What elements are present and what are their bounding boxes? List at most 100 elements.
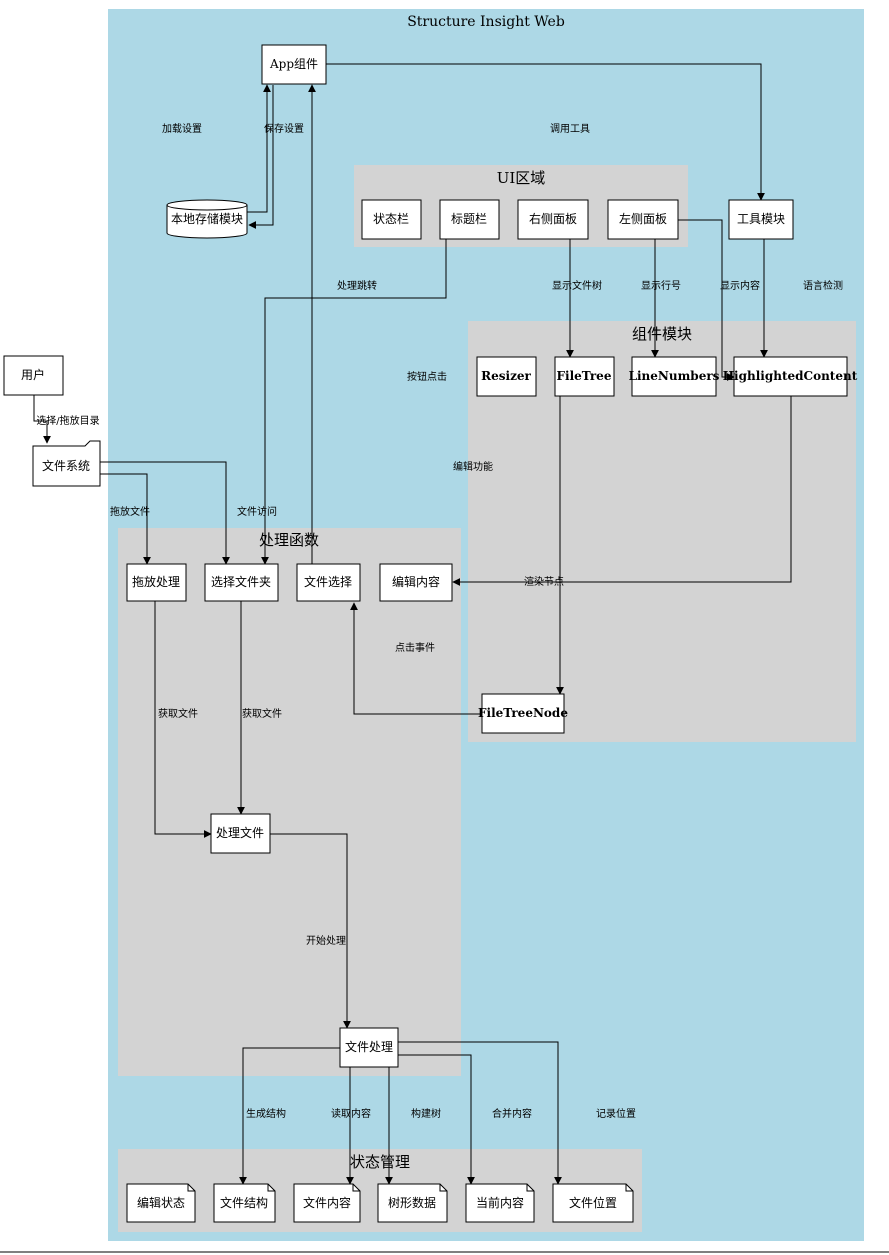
svg-text:处理文件: 处理文件 (216, 825, 264, 840)
edge-user-fs (33, 395, 51, 444)
svg-text:FileTreeNode: FileTreeNode (478, 706, 568, 720)
edge-labels: 加载设置 保存设置 调用工具 处理跳转 显示文件树 显示行号 显示内容 语言检测… (36, 122, 843, 1120)
state-cluster-title: 状态管理 (350, 1153, 410, 1171)
svg-text:标题栏: 标题栏 (451, 211, 487, 226)
label-render-node: 渲染节点 (524, 575, 564, 588)
edge-fs-drop (100, 473, 151, 565)
svg-text:工具模块: 工具模块 (737, 212, 785, 226)
svg-text:HighlightedContent: HighlightedContent (723, 369, 858, 383)
svg-text:文件位置: 文件位置 (569, 1195, 617, 1210)
node-local-storage: 本地存储模块 (166, 199, 248, 239)
label-show-lines: 显示行号 (641, 279, 681, 292)
label-show-tree: 显示文件树 (552, 279, 602, 292)
edge-app-storage (248, 85, 274, 229)
svg-text:树形数据: 树形数据 (388, 1195, 436, 1210)
node-status-bar: 状态栏 (361, 199, 422, 240)
label-gen-structure: 生成结构 (246, 1107, 286, 1120)
label-record-pos: 记录位置 (596, 1107, 636, 1120)
label-read-content: 读取内容 (331, 1107, 371, 1120)
label-handle-jump: 处理跳转 (337, 279, 377, 292)
handlers-cluster-title: 处理函数 (259, 531, 319, 549)
node-linenumbers: LineNumbers (629, 356, 720, 397)
node-highlighted-content: HighlightedContent (723, 356, 858, 397)
node-drop-handler: 拖放处理 (126, 563, 187, 602)
edge-storage-app (247, 84, 271, 213)
svg-text:选择文件夹: 选择文件夹 (211, 574, 271, 589)
node-file-system: 文件系统 (32, 440, 101, 487)
svg-text:用户: 用户 (21, 367, 45, 382)
svg-text:LineNumbers: LineNumbers (629, 369, 720, 383)
node-process-files: 处理文件 (210, 813, 271, 854)
edges (33, 63, 792, 1185)
edge-fileprocess-filestructure (239, 1047, 340, 1185)
svg-text:状态栏: 状态栏 (373, 211, 409, 226)
handlers-cluster (118, 528, 461, 1076)
edge-app-tools (326, 63, 765, 201)
node-filetree: FileTree (554, 356, 615, 397)
svg-text:文件处理: 文件处理 (345, 1039, 393, 1054)
svg-text:当前内容: 当前内容 (476, 1195, 524, 1210)
web-cluster-title: Structure Insight Web (407, 14, 565, 30)
node-title-bar: 标题栏 (439, 199, 500, 240)
label-lang-detect: 语言检测 (803, 279, 843, 292)
svg-text:本地存储模块: 本地存储模块 (171, 211, 243, 226)
edge-drop-processfiles (154, 601, 212, 838)
edge-leftpanel-highlighted (678, 219, 735, 381)
svg-text:拖放处理: 拖放处理 (132, 574, 180, 589)
edge-filetreenode-fileselect (350, 602, 482, 715)
svg-text:编辑内容: 编辑内容 (392, 574, 440, 589)
node-current-content: 当前内容 (465, 1183, 535, 1223)
label-get-files-2: 获取文件 (242, 707, 282, 720)
svg-text:左侧面板: 左侧面板 (619, 211, 667, 226)
svg-text:文件内容: 文件内容 (303, 1195, 351, 1210)
node-tools: 工具模块 (728, 199, 794, 240)
node-resizer: Resizer (476, 356, 537, 397)
ui-cluster-title: UI区域 (497, 169, 546, 187)
svg-text:Resizer: Resizer (481, 369, 531, 383)
label-load-settings: 加载设置 (162, 123, 202, 135)
label-build-tree: 构建树 (411, 1107, 441, 1120)
node-file-process: 文件处理 (339, 1027, 399, 1068)
label-click-event: 点击事件 (395, 641, 435, 654)
node-left-panel: 左侧面板 (607, 199, 679, 240)
node-edit-content: 编辑内容 (379, 563, 453, 602)
components-cluster-title: 组件模块 (632, 325, 692, 343)
node-app: App组件 (261, 44, 327, 85)
node-right-panel: 右侧面板 (517, 199, 589, 240)
edge-fileprocess-currentcontent (398, 1054, 475, 1185)
edge-fileprocess-fileposition (398, 1041, 562, 1185)
node-filetreenode: FileTreeNode (478, 693, 568, 734)
node-file-structure: 文件结构 (213, 1183, 276, 1223)
svg-text:文件系统: 文件系统 (42, 458, 90, 473)
node-tree-data: 树形数据 (377, 1183, 448, 1223)
label-call-tools: 调用工具 (550, 123, 590, 135)
label-show-content: 显示内容 (720, 279, 760, 292)
svg-text:文件结构: 文件结构 (220, 1195, 268, 1210)
edge-fs-selectfolder (100, 461, 230, 565)
label-drag-file: 拖放文件 (110, 505, 150, 518)
label-save-settings: 保存设置 (264, 122, 304, 135)
node-select-folder: 选择文件夹 (204, 563, 279, 602)
label-select-drag: 选择/拖放目录 (36, 414, 99, 427)
svg-text:FileTree: FileTree (557, 369, 612, 383)
node-user: 用户 (3, 355, 64, 396)
label-button-click: 按钮点击 (407, 370, 447, 383)
node-file-select: 文件选择 (296, 563, 361, 602)
node-edit-state: 编辑状态 (126, 1183, 196, 1223)
node-file-content: 文件内容 (293, 1183, 361, 1223)
label-get-files-1: 获取文件 (158, 707, 198, 720)
node-file-position: 文件位置 (552, 1183, 634, 1223)
svg-text:编辑状态: 编辑状态 (137, 1195, 185, 1210)
svg-text:App组件: App组件 (269, 57, 318, 71)
nodes: 用户 文件系统 App组件 本地存储模块 工具模块 状态栏 (3, 44, 858, 1223)
svg-text:右侧面板: 右侧面板 (529, 211, 577, 226)
edge-processfiles-fileprocess (270, 833, 351, 1029)
label-edit-func: 编辑功能 (453, 460, 493, 473)
edge-highlighted-editcontent (452, 396, 792, 586)
svg-text:文件选择: 文件选择 (304, 574, 352, 589)
label-file-access: 文件访问 (237, 505, 277, 518)
label-merge-content: 合并内容 (492, 1107, 532, 1120)
label-start-process: 开始处理 (306, 934, 346, 947)
edge-titlebar-selectfolder (261, 239, 447, 565)
